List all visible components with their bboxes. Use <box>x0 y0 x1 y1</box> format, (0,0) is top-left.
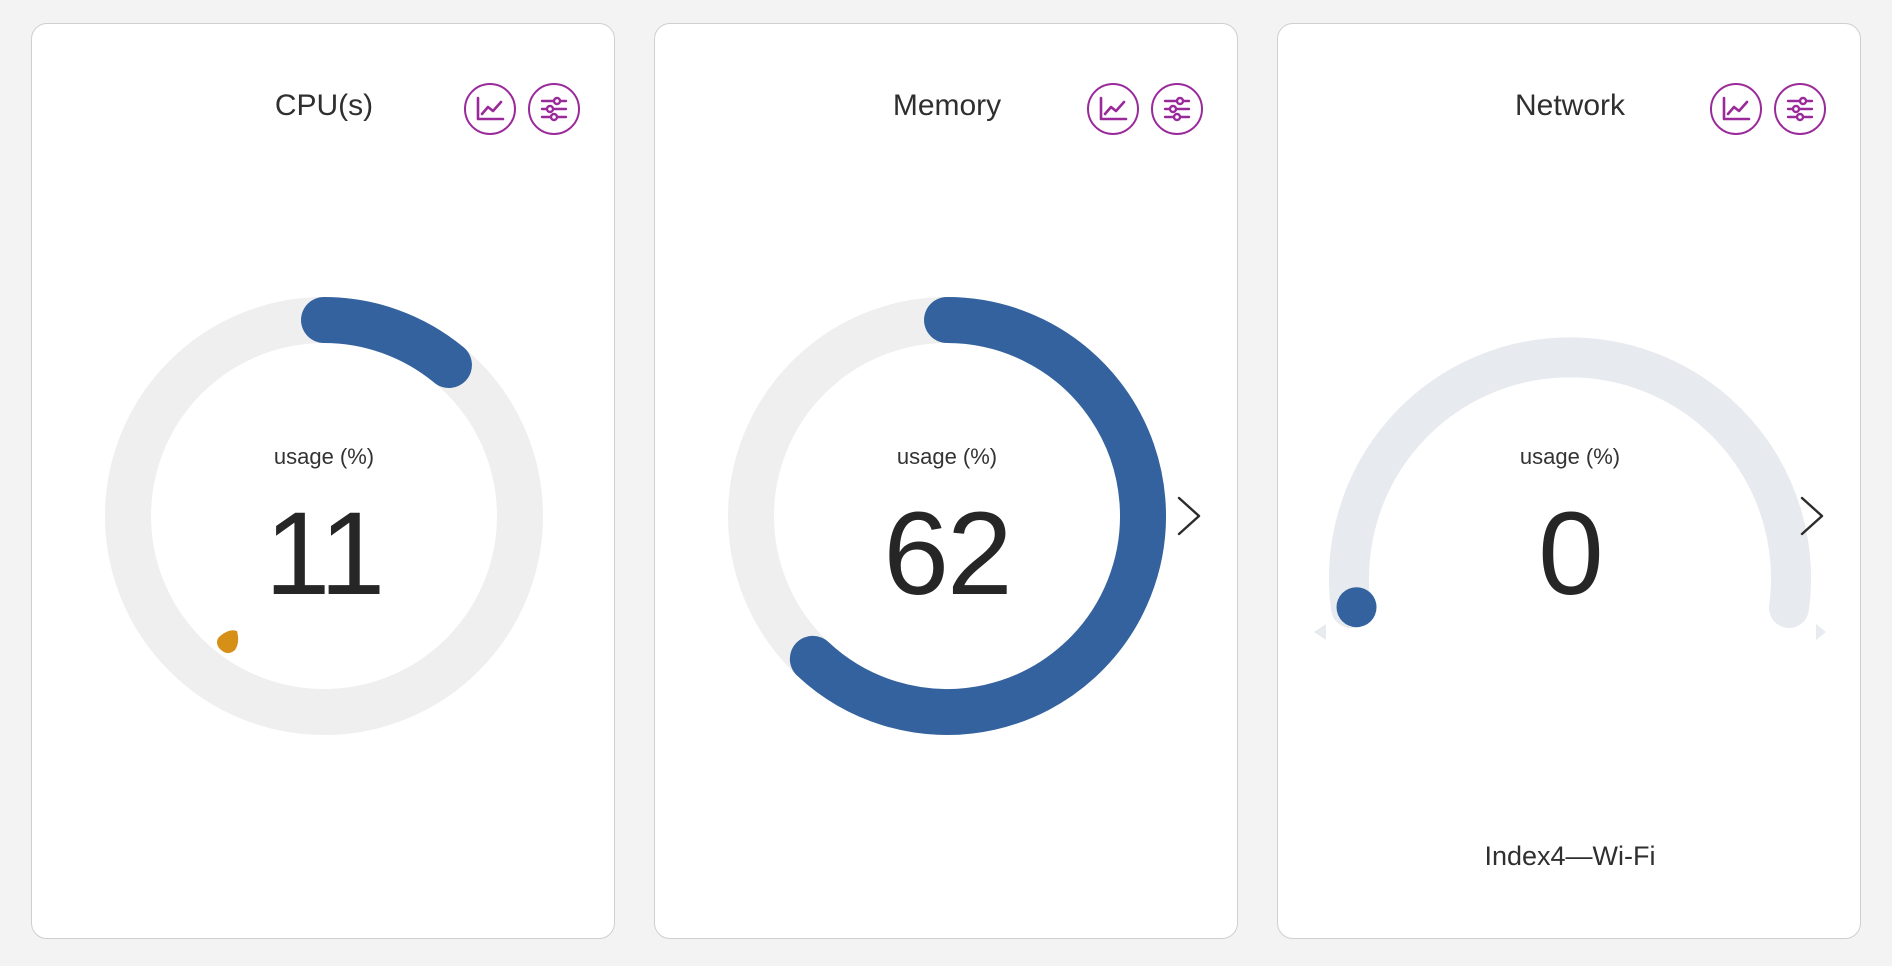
gauge-fill <box>301 297 472 388</box>
chevron-right-icon[interactable] <box>1167 486 1207 546</box>
memory-card: Memory usage (%) 6 <box>654 23 1238 939</box>
usage-value: 62 <box>883 488 1012 620</box>
sliders-icon[interactable] <box>1151 83 1203 135</box>
line-chart-icon[interactable] <box>1710 83 1762 135</box>
usage-label: usage (%) <box>896 444 998 469</box>
line-chart-icon[interactable] <box>464 83 516 135</box>
line-chart-icon[interactable] <box>1087 83 1139 135</box>
threshold-marker <box>217 630 239 654</box>
sliders-icon[interactable] <box>1774 83 1826 135</box>
memory-usage-gauge <box>728 297 1166 735</box>
chevron-right-icon[interactable] <box>1790 486 1830 546</box>
usage-value: 11 <box>264 488 386 620</box>
sliders-icon[interactable] <box>528 83 580 135</box>
usage-value: 0 <box>1538 488 1604 620</box>
network-usage-gauge <box>1314 337 1826 640</box>
usage-label: usage (%) <box>1519 444 1621 469</box>
network-card: Network <box>1277 23 1861 939</box>
track-end-marker <box>1314 624 1326 640</box>
card-title: Network <box>1514 89 1626 122</box>
card-title: Memory <box>892 89 1002 122</box>
cpu-usage-gauge <box>105 297 543 735</box>
network-interface-name: Index4—Wi-Fi <box>1484 841 1656 871</box>
card-title: CPU(s) <box>274 89 374 122</box>
usage-label: usage (%) <box>273 444 375 469</box>
track-end-marker <box>1816 624 1826 640</box>
cpu-card: CPU(s) usage (% <box>31 23 615 939</box>
